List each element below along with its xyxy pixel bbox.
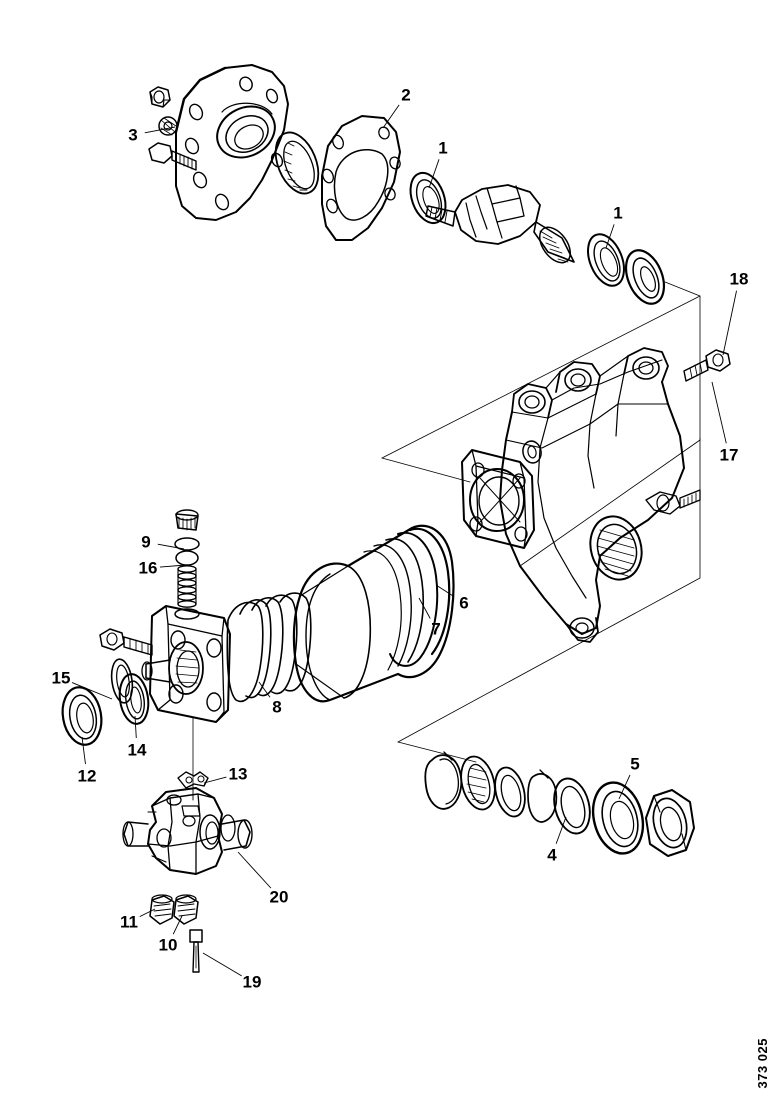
leader-line-15: [71, 682, 113, 700]
cover-flange-part: [174, 64, 289, 221]
fitting-part-11: [149, 894, 175, 925]
callout-9: 9: [141, 532, 151, 552]
leader-line-1: [428, 159, 440, 189]
seal-nut-stack: [424, 751, 695, 857]
leader-line-16: [159, 564, 187, 568]
cylinder-piston-assembly-part: [99, 509, 455, 723]
callout-2: 2: [401, 85, 411, 105]
leader-line-11: [139, 908, 156, 918]
seal-ring-part-12: [61, 686, 103, 746]
hex-nut-part: [149, 86, 171, 108]
bolt-part-19: [189, 929, 203, 973]
needle-bearing-part: [274, 131, 320, 195]
leader-line-6: [435, 584, 455, 597]
cap-screw-part: [148, 142, 197, 171]
seal-ring-part-1c: [624, 249, 666, 305]
leader-line-13: [203, 776, 227, 784]
leader-line-1: [605, 224, 615, 249]
leader-line-19: [202, 952, 242, 977]
callout-18: 18: [729, 269, 749, 289]
leader-line-4: [555, 816, 567, 844]
callout-1b: 1: [613, 203, 623, 223]
leader-line-14: [134, 715, 137, 739]
seal-ring-part-14: [118, 673, 150, 725]
leader-line-10: [172, 915, 183, 935]
steering-housing-bracket-part: [461, 347, 701, 643]
callout-12: 12: [77, 766, 97, 786]
group-boundary-lines: [381, 281, 701, 763]
callout-8: 8: [272, 697, 282, 717]
callout-10: 10: [158, 935, 178, 955]
callout-19: 19: [242, 972, 262, 992]
drawing-number: 373 025: [755, 1037, 770, 1089]
leader-line-9: [157, 543, 185, 550]
callout-7: 7: [431, 619, 441, 639]
callout-6: 6: [459, 593, 469, 613]
leader-line-2: [382, 104, 400, 129]
leader-line-20: [237, 851, 272, 889]
seal-ring-part-1b: [587, 233, 625, 287]
leader-line-8: [258, 681, 271, 698]
gasket-plate-part-2: [321, 115, 401, 241]
leader-line-5: [618, 774, 631, 800]
callout-17: 17: [719, 445, 739, 465]
control-valve-block-part: [122, 787, 253, 875]
leader-line-18: [722, 290, 737, 356]
leader-line-12: [81, 736, 86, 765]
input-shaft-part: [425, 184, 575, 264]
leader-line-17: [711, 381, 727, 444]
callout-1a: 1: [438, 138, 448, 158]
callout-16: 16: [138, 558, 158, 578]
callout-5: 5: [630, 754, 640, 774]
callout-15: 15: [51, 668, 71, 688]
callout-3: 3: [128, 125, 138, 145]
bolt-part-17-18: [683, 349, 731, 382]
callout-11: 11: [120, 912, 138, 932]
callout-4: 4: [547, 845, 557, 865]
leader-line-3: [144, 126, 176, 134]
callout-20: 20: [269, 887, 289, 907]
leader-line-7: [418, 597, 431, 619]
piston-ring-stack: [226, 592, 312, 703]
fitting-part-10: [173, 894, 199, 925]
callout-14: 14: [127, 740, 147, 760]
callout-13: 13: [228, 764, 248, 784]
